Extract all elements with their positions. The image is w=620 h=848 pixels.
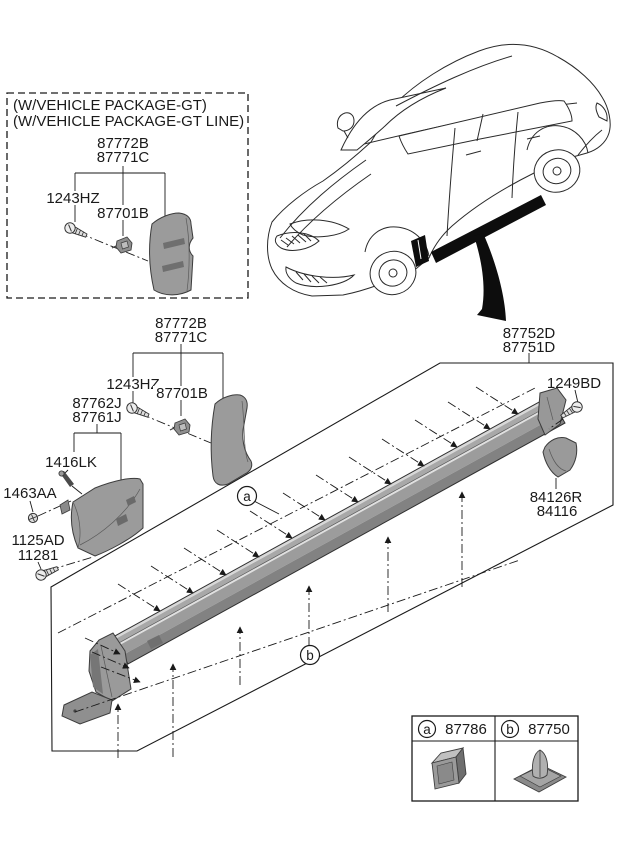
- gt-title-line1: (W/VEHICLE PACKAGE-GT): [13, 97, 207, 114]
- front-wheel: [369, 250, 417, 296]
- center-part-1416LK: 1416LK: [45, 454, 97, 471]
- highlighted-sill-on-car: [431, 195, 546, 263]
- center-part-1463AA: 1463AA: [3, 485, 56, 502]
- sill-group-labels: 87752D 87751D 1249BD 84126R 84116: [503, 325, 602, 520]
- callout-a: a: [236, 485, 280, 515]
- front-part-87772B: 87772B: [155, 315, 207, 332]
- pointer-swoosh: [474, 233, 506, 321]
- gt-part-87772B: 87772B: [97, 135, 149, 152]
- front-garnish-group: 87772B 87771C 1243HZ 87701B: [104, 315, 253, 486]
- legend-clip-b-art: [513, 749, 567, 793]
- center-garnish-group: 87762J 87761J 1416LK 1463AA 1125AD 11281: [3, 395, 144, 583]
- gt-title-line2: (W/VEHICLE PACKAGE-GT LINE): [13, 113, 244, 130]
- callout-b: b: [299, 644, 321, 666]
- rear-wheel: [533, 149, 581, 193]
- legend-table: a 87786 b 87750: [411, 715, 579, 802]
- sill-part-84126R: 84126R: [530, 489, 583, 506]
- legend-a-key: a: [423, 722, 431, 737]
- gt-variant-box: (W/VEHICLE PACKAGE-GT) (W/VEHICLE PACKAG…: [6, 92, 249, 299]
- legend-a-part: 87786: [445, 721, 487, 738]
- center-part-87762J: 87762J: [72, 395, 121, 412]
- sill-part-87751D: 87751D: [503, 339, 556, 356]
- sill-part-1249BD: 1249BD: [547, 375, 601, 392]
- main-assembly-box: [50, 362, 614, 752]
- clip-position-arrows: [57, 386, 536, 758]
- grommet-icon: [27, 512, 39, 524]
- sill-part-87752D: 87752D: [503, 325, 556, 342]
- car-illustration: [267, 43, 611, 321]
- legend-b-part: 87750: [528, 721, 570, 738]
- callout-b-letter: b: [306, 648, 314, 663]
- center-part-87761J: 87761J: [72, 409, 121, 426]
- center-part-1125AD: 1125AD: [11, 532, 64, 549]
- center-part-11281: 11281: [18, 547, 59, 564]
- gt-part-87701B: 87701B: [97, 205, 149, 222]
- callout-a-letter: a: [243, 489, 251, 504]
- front-part-87701B: 87701B: [156, 385, 208, 402]
- legend-clip-a-art: [430, 746, 467, 790]
- mud-guard-art: [542, 437, 578, 478]
- front-part-1243HZ: 1243HZ: [106, 376, 159, 393]
- front-part-87771C: 87771C: [155, 329, 208, 346]
- gt-part-1243HZ: 1243HZ: [46, 190, 99, 207]
- gt-part-87771C: 87771C: [97, 149, 150, 166]
- sill-part-84116: 84116: [537, 503, 578, 520]
- side-sill-moulding-art: [61, 387, 567, 725]
- legend-b-key: b: [506, 722, 514, 737]
